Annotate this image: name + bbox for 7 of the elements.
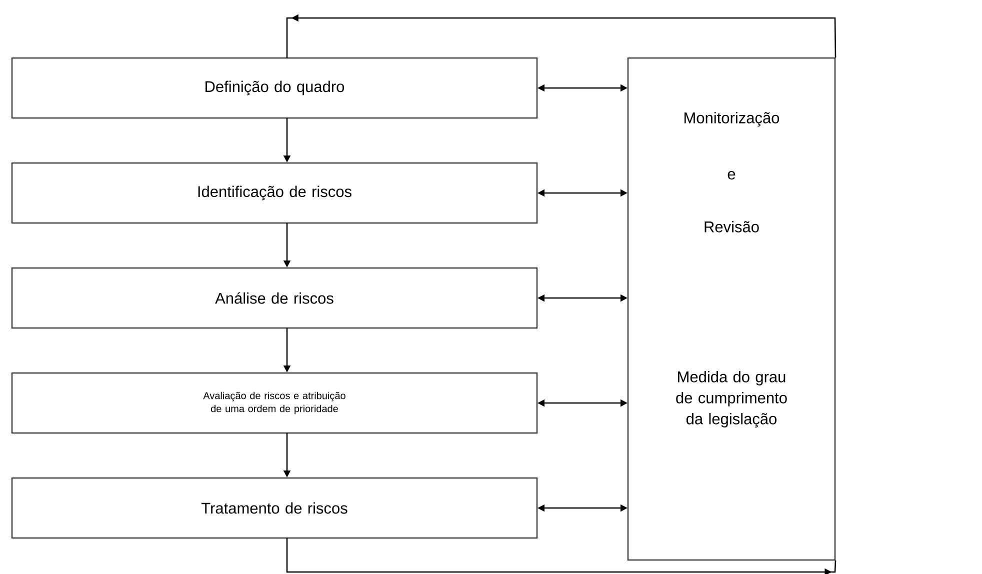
process-box: Monitorização e Revisão Medida do grau de cumprimento da legislação: [628, 58, 836, 560]
process-box: Tratamento de riscos: [12, 478, 538, 538]
arrow: [286, 538, 836, 574]
process-box: Análise de riscos: [12, 268, 538, 328]
process-box: Avaliação de riscos e atribuição de uma ordem de prioridade: [12, 372, 538, 434]
process-box: Definição do quadro: [12, 58, 538, 118]
process-box: Identificação de riscos: [12, 162, 538, 224]
